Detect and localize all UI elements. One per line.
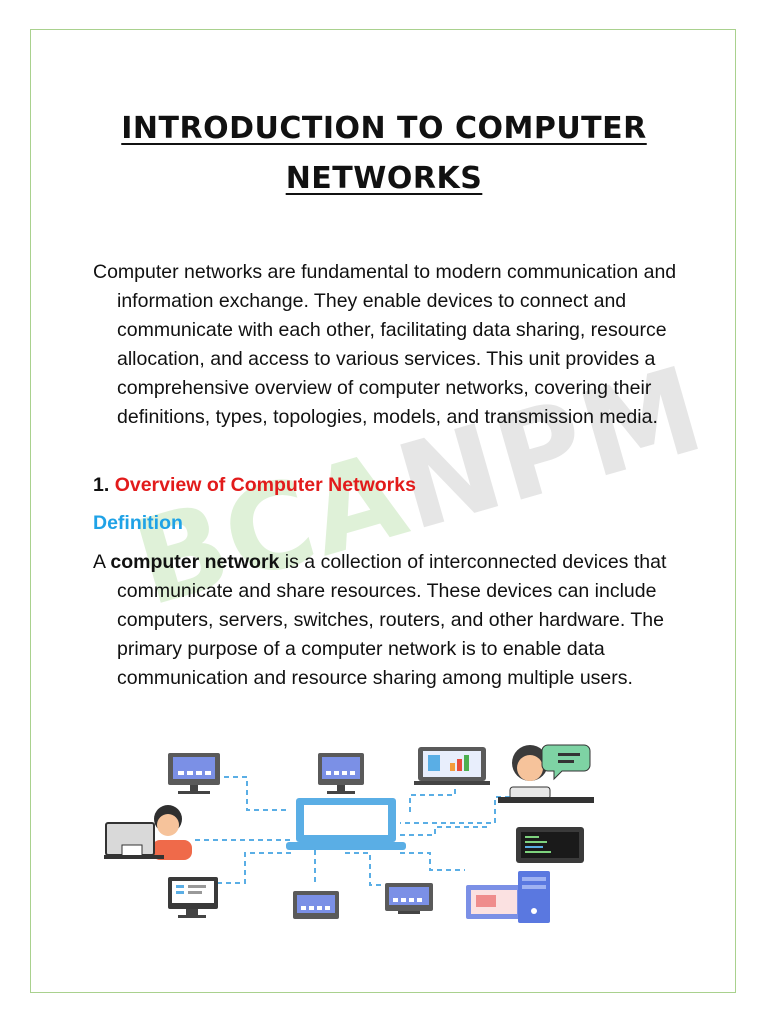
intro-paragraph: Computer networks are fundamental to mod… xyxy=(93,261,677,428)
definition-paragraph: A computer network is a collection of in… xyxy=(93,548,707,693)
network-diagram xyxy=(104,744,594,923)
monitor-icon xyxy=(385,883,433,914)
terminal-monitor-icon xyxy=(516,827,584,863)
document-title: INTRODUCTION TO COMPUTER NETWORKS xyxy=(60,104,708,204)
monitor-icon xyxy=(318,753,364,794)
user-support-icon xyxy=(498,744,594,803)
definition-lead: A xyxy=(93,551,111,573)
page-border xyxy=(30,29,736,993)
user-at-computer-icon xyxy=(104,805,192,860)
title-line-2: NETWORKS xyxy=(285,161,483,196)
section-number: 1. xyxy=(93,474,110,496)
desktop-tower-icon xyxy=(466,871,550,923)
monitor-icon xyxy=(168,753,220,794)
definition-term: computer network xyxy=(110,551,280,573)
title-line-1: INTRODUCTION TO COMPUTER xyxy=(121,111,647,146)
section-title: Overview of Computer Networks xyxy=(114,474,416,496)
monitor-icon xyxy=(293,891,339,919)
analytics-monitor-icon xyxy=(414,747,490,785)
central-laptop-icon xyxy=(286,798,406,850)
section-heading: 1. Overview of Computer Networks xyxy=(93,471,416,500)
subsection-heading: Definition xyxy=(93,512,183,534)
definition-rest: is a collection of interconnected device… xyxy=(117,551,667,689)
code-monitor-icon xyxy=(168,877,218,918)
